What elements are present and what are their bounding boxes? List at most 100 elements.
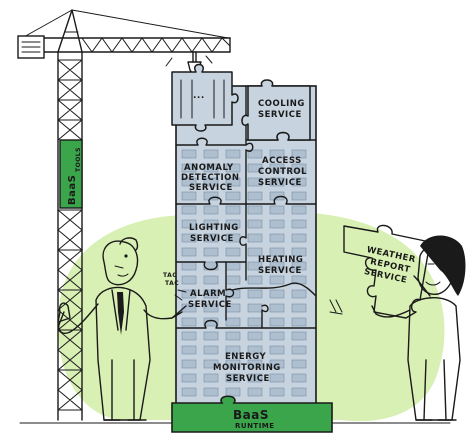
tower-window — [247, 163, 263, 173]
tower-window — [291, 359, 307, 369]
tower-window — [269, 387, 285, 397]
tower-window — [247, 247, 263, 257]
anomaly-label-1: ANOMALY — [184, 163, 234, 173]
anomaly-label-2: DETECTION — [181, 173, 240, 183]
tower-window — [181, 219, 197, 229]
tower-window — [247, 261, 263, 271]
tower-window — [225, 373, 241, 383]
tower-window — [291, 163, 307, 173]
tower-window — [269, 149, 285, 159]
tower-window — [203, 149, 219, 159]
tower-window — [291, 317, 307, 327]
tower-window — [291, 303, 307, 313]
tower-window — [291, 387, 307, 397]
access-label-2: CONTROL — [258, 167, 307, 177]
alarm-label-1: ALARM — [190, 289, 226, 299]
energy-label-2: MONITORING — [213, 363, 281, 373]
tower-window — [203, 359, 219, 369]
tower-window — [269, 191, 285, 201]
tower-window — [247, 219, 263, 229]
tower-window — [203, 163, 219, 173]
lighting-label-2: SERVICE — [190, 234, 234, 244]
tower-window — [225, 219, 241, 229]
tower-window — [225, 317, 241, 327]
baas-tools-sublabel: TOOLS — [75, 147, 82, 172]
access-label-1: ACCESS — [262, 156, 302, 166]
tower-window — [269, 331, 285, 341]
tower-window — [291, 205, 307, 215]
tower-window — [203, 205, 219, 215]
crane: BaaS TOOLS — [17, 9, 231, 421]
tower-window — [181, 331, 197, 341]
tower-window — [269, 233, 285, 243]
tower-window — [225, 359, 241, 369]
energy-label-1: ENERGY — [225, 352, 267, 362]
tower-window — [247, 177, 263, 187]
crane-jib — [19, 9, 231, 53]
tower-window — [203, 275, 219, 285]
tower-window — [291, 191, 307, 201]
tower-window — [181, 373, 197, 383]
tower-window — [181, 317, 197, 327]
tower-window — [203, 331, 219, 341]
tower-window — [291, 373, 307, 383]
crane-cable — [192, 51, 197, 63]
cooling-piece — [241, 79, 311, 141]
tower-window — [269, 205, 285, 215]
tower-window — [225, 191, 241, 201]
puzzle-tower: ... COOLING SERVICE ANOMALY DETECTION SE… — [171, 63, 317, 407]
tower-window — [291, 345, 307, 355]
tower-window — [203, 219, 219, 229]
tower-window — [291, 177, 307, 187]
tower-window — [225, 205, 241, 215]
tower-window — [225, 275, 241, 285]
tower-window — [181, 275, 197, 285]
tower-window — [225, 163, 241, 173]
tower-window — [291, 261, 307, 271]
tower-window — [269, 275, 285, 285]
tower-window — [181, 177, 197, 187]
baas-tools-sign: BaaS TOOLS — [59, 139, 83, 209]
tower-window — [203, 191, 219, 201]
tower-window — [225, 247, 241, 257]
baas-runtime-base: BaaS RUNTIME — [171, 395, 333, 433]
tower-window — [225, 149, 241, 159]
runtime-label-2: RUNTIME — [235, 422, 275, 430]
tower-window — [247, 191, 263, 201]
energy-label-3: SERVICE — [226, 374, 270, 384]
tower-window — [203, 177, 219, 187]
tower-window — [291, 219, 307, 229]
tower-window — [247, 317, 263, 327]
sound-line-1: TAC — [163, 272, 177, 279]
tower-window — [247, 205, 263, 215]
sound-line-2: TAC — [165, 280, 179, 287]
tower-window — [269, 317, 285, 327]
lighting-label-1: LIGHTING — [189, 223, 239, 233]
tower-window — [181, 191, 197, 201]
tower-window — [203, 317, 219, 327]
tower-window — [269, 345, 285, 355]
tower-window — [291, 331, 307, 341]
tower-window — [203, 345, 219, 355]
tower-window — [247, 345, 263, 355]
tower-window — [247, 289, 263, 299]
tower-window — [269, 289, 285, 299]
motion-lines — [329, 299, 343, 315]
heating-label-2: SERVICE — [258, 266, 302, 276]
tower-window — [181, 163, 197, 173]
left-man — [57, 237, 187, 421]
tower-window — [247, 275, 263, 285]
heating-label-1: HEATING — [258, 255, 303, 265]
tower-window — [181, 149, 197, 159]
tower-window — [225, 387, 241, 397]
tower-window — [181, 247, 197, 257]
tower-window — [203, 373, 219, 383]
access-label-3: SERVICE — [258, 178, 302, 188]
tower-windows — [181, 149, 307, 397]
tower-window — [247, 233, 263, 243]
alarm-label-2: SERVICE — [188, 300, 232, 310]
tower-window — [203, 233, 219, 243]
tower-window — [269, 163, 285, 173]
right-woman — [371, 235, 466, 421]
